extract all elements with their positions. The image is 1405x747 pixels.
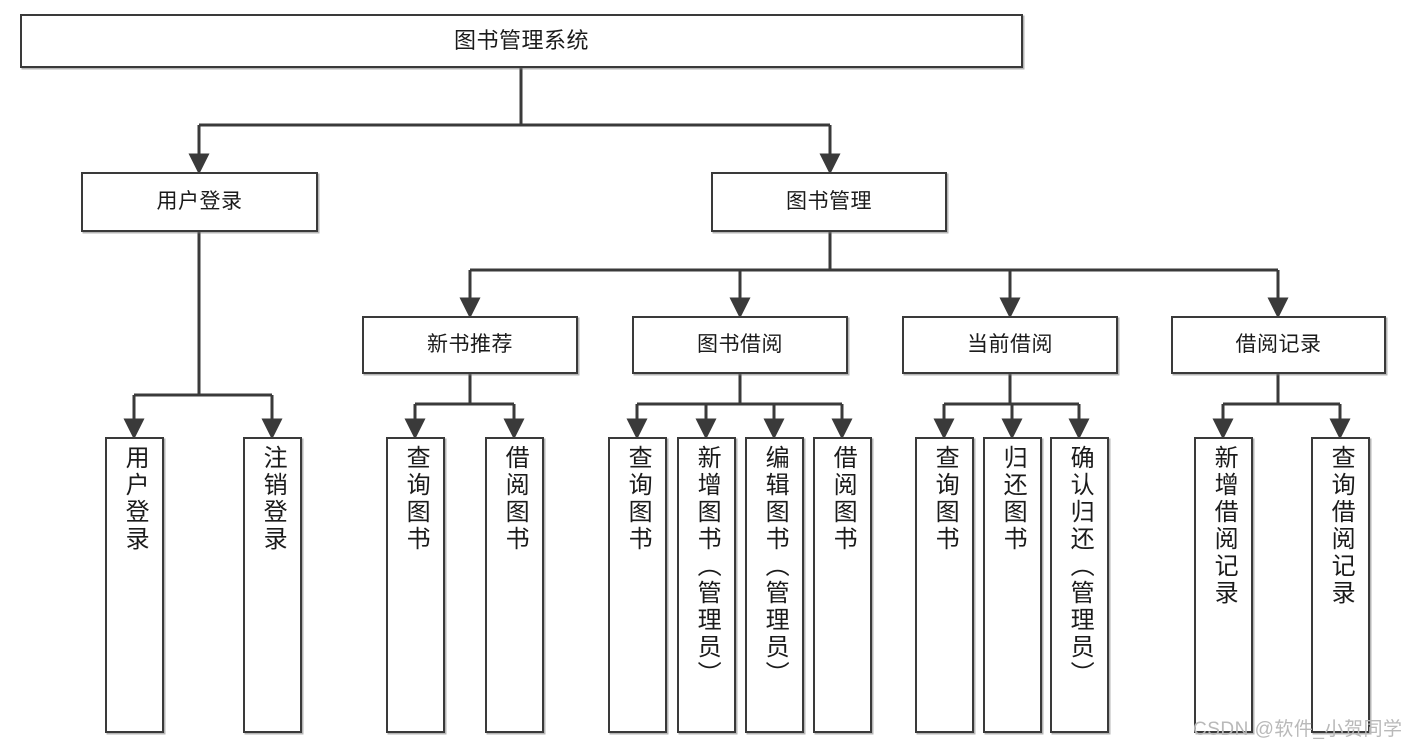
node-book-borrow-label: 图书借阅 [697, 332, 783, 356]
node-leaf-edit-book-admin-label: 编辑图书（管理员） [761, 445, 789, 688]
node-book-manage[interactable]: 图书管理 [711, 172, 947, 232]
node-leaf-query-borrow-record[interactable]: 查询借阅记录 [1311, 437, 1370, 733]
node-book-manage-label: 图书管理 [786, 189, 872, 213]
node-leaf-user-login[interactable]: 用户登录 [105, 437, 164, 733]
node-borrow-record-label: 借阅记录 [1235, 332, 1322, 356]
node-leaf-query-borrow-record-label: 查询借阅记录 [1327, 445, 1355, 607]
node-root[interactable]: 图书管理系统 [20, 14, 1023, 68]
node-leaf-add-book-admin[interactable]: 新增图书（管理员） [677, 437, 736, 733]
node-leaf-query-book-1[interactable]: 查询图书 [386, 437, 445, 733]
node-leaf-logout-login-label: 注销登录 [259, 445, 287, 553]
node-leaf-query-book-3[interactable]: 查询图书 [915, 437, 974, 733]
node-leaf-query-book-2[interactable]: 查询图书 [608, 437, 667, 733]
node-leaf-borrow-book-1[interactable]: 借阅图书 [485, 437, 544, 733]
node-user-login[interactable]: 用户登录 [81, 172, 318, 232]
node-leaf-edit-book-admin[interactable]: 编辑图书（管理员） [745, 437, 804, 733]
node-root-label: 图书管理系统 [453, 28, 589, 54]
node-user-login-label: 用户登录 [156, 189, 243, 213]
node-leaf-query-book-1-label: 查询图书 [402, 445, 430, 553]
node-leaf-add-borrow-record-label: 新增借阅记录 [1210, 445, 1238, 607]
node-leaf-borrow-book-1-label: 借阅图书 [501, 445, 529, 553]
node-leaf-return-book-label: 归还图书 [999, 445, 1027, 553]
node-borrow-record[interactable]: 借阅记录 [1171, 316, 1386, 374]
node-leaf-query-book-3-label: 查询图书 [931, 445, 959, 553]
node-leaf-borrow-book-2[interactable]: 借阅图书 [813, 437, 872, 733]
node-book-borrow[interactable]: 图书借阅 [632, 316, 848, 374]
node-leaf-confirm-return-admin[interactable]: 确认归还（管理员） [1050, 437, 1109, 733]
node-leaf-user-login-label: 用户登录 [121, 445, 149, 553]
node-leaf-confirm-return-admin-label: 确认归还（管理员） [1066, 445, 1094, 688]
node-leaf-borrow-book-2-label: 借阅图书 [829, 445, 857, 553]
node-leaf-return-book[interactable]: 归还图书 [983, 437, 1042, 733]
node-current-borrow-label: 当前借阅 [967, 332, 1053, 356]
csdn-watermark: CSDN @软件_小贺同学 [1193, 719, 1403, 740]
node-current-borrow[interactable]: 当前借阅 [902, 316, 1118, 374]
node-new-book-recommend-label: 新书推荐 [427, 332, 513, 356]
node-leaf-add-book-admin-label: 新增图书（管理员） [693, 445, 721, 688]
node-leaf-add-borrow-record[interactable]: 新增借阅记录 [1194, 437, 1253, 733]
node-new-book-recommend[interactable]: 新书推荐 [362, 316, 578, 374]
node-leaf-query-book-2-label: 查询图书 [624, 445, 652, 553]
node-leaf-logout-login[interactable]: 注销登录 [243, 437, 302, 733]
